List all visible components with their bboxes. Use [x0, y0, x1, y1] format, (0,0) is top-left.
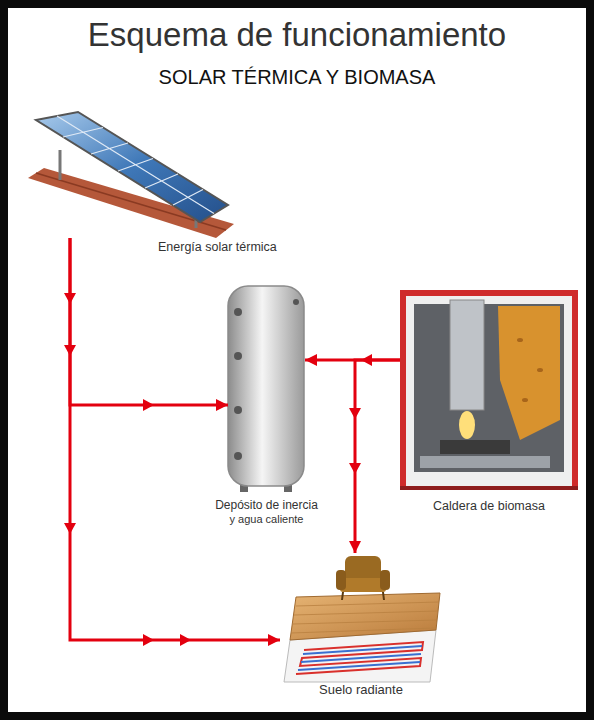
solar-panel	[36, 112, 228, 222]
panel-support	[59, 150, 62, 180]
subtitle-label: SOLAR TÉRMICA Y BIOMASA	[0, 66, 594, 89]
armchair-arm	[380, 570, 390, 590]
tank-illustration	[228, 286, 304, 492]
heating-pipe-cold	[298, 646, 422, 670]
flow-connector	[355, 360, 400, 553]
node-label-group: Energía solar térmica	[158, 240, 277, 256]
burner	[440, 440, 510, 454]
boiler-base	[400, 486, 578, 490]
tank-port	[293, 299, 299, 305]
pellet	[522, 398, 528, 402]
wood-floor	[290, 593, 440, 640]
flame	[459, 411, 475, 439]
arrow-head	[180, 634, 191, 646]
biomass-boiler-node: Caldera de biomasa	[400, 288, 578, 492]
boiler-front	[406, 296, 572, 486]
node-label: Energía solar térmica	[158, 240, 277, 256]
boiler-illustration	[400, 290, 578, 490]
node-label: Suelo radiante	[319, 682, 403, 698]
arrow-head	[143, 399, 154, 411]
flow-connector	[70, 238, 280, 640]
underfloor-heating-node: Suelo radiante	[280, 553, 442, 681]
node-label: Caldera de biomasa	[433, 499, 545, 515]
arrow-head	[349, 463, 361, 474]
panel-grid	[57, 116, 214, 214]
arrow-head	[143, 634, 154, 646]
boiler-interior	[414, 304, 564, 472]
combustion-cylinder	[450, 300, 484, 410]
heating-pipe-hot	[296, 642, 423, 674]
arrow-head	[361, 354, 372, 366]
solar-collector-node: Energía solar térmica	[30, 112, 230, 238]
arrow-head	[64, 523, 76, 534]
flow-arrowheads	[64, 293, 372, 646]
pellet-hopper	[498, 306, 560, 440]
node-label-group: Caldera de biomasa	[433, 499, 545, 515]
node-sublabel: y agua caliente	[215, 513, 318, 527]
pellet	[517, 338, 523, 342]
pellet	[537, 368, 543, 372]
node-label-group: Suelo radiante	[319, 682, 403, 698]
node-label: Depósito de inercia	[215, 498, 318, 513]
flow-connector	[70, 238, 228, 405]
tank-body	[228, 286, 304, 486]
armchair-legs	[342, 592, 384, 600]
arrow-head	[349, 408, 361, 419]
boiler-casing	[400, 290, 578, 490]
solar-panel-illustration	[28, 112, 234, 238]
flow-connector	[305, 359, 400, 362]
arrow-head	[64, 345, 76, 356]
floor-planks	[291, 602, 439, 633]
storage-tank-node: Depósito de inerciay agua caliente	[228, 285, 305, 492]
tank-port	[234, 452, 242, 460]
ash-drawer	[420, 456, 550, 468]
tank-port	[234, 352, 242, 360]
tank-port	[234, 406, 242, 414]
node-label-group: Depósito de inerciay agua caliente	[215, 498, 318, 527]
tank-port	[234, 308, 242, 316]
arrow-head	[64, 293, 76, 304]
diagram-title: Esquema de funcionamiento	[0, 16, 594, 54]
armchair-seat	[340, 578, 386, 592]
armchair-arm	[336, 570, 346, 590]
floor-illustration	[284, 556, 440, 682]
